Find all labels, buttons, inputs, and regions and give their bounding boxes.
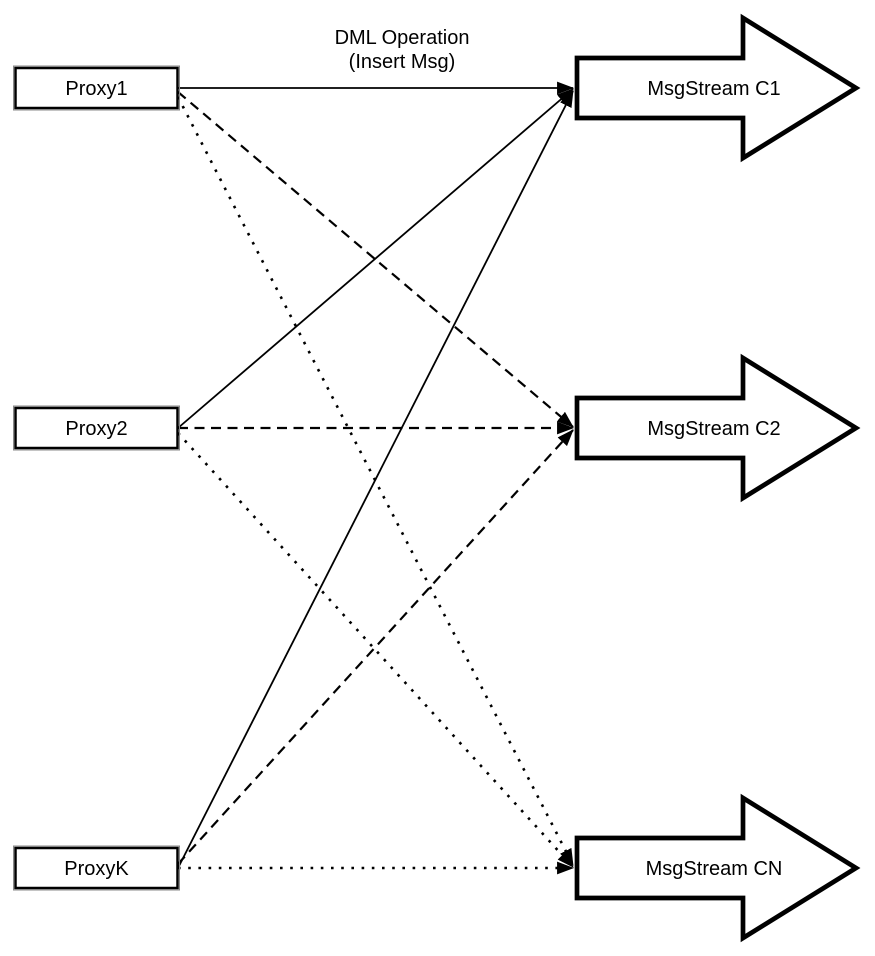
- proxyk-label: ProxyK: [64, 858, 129, 880]
- proxy1-label: Proxy1: [65, 78, 127, 100]
- proxy2-label: Proxy2: [65, 418, 127, 440]
- edge-proxy2-to-c1: [177, 88, 574, 429]
- msgstream-c1-arrow-shape: [574, 13, 861, 163]
- msgstream-c2-node: MsgStream C2: [574, 353, 861, 503]
- proxy1-box: [14, 66, 179, 110]
- proxyk-node: ProxyK: [13, 845, 180, 891]
- proxy1-node: Proxy1: [13, 65, 180, 111]
- proxyk-box: [14, 846, 179, 890]
- proxy2-box: [14, 406, 179, 450]
- msgstream-cn-arrow-shape: [574, 793, 861, 943]
- annotation-line1: DML Operation: [335, 27, 470, 49]
- msgstream-c1-label: MsgStream C1: [647, 78, 780, 100]
- edge-proxy1-to-cn: [176, 96, 575, 866]
- proxy1-box-outline: [13, 65, 180, 111]
- proxy2-node: Proxy2: [13, 405, 180, 451]
- proxyk-box-outline: [13, 845, 180, 891]
- msgstream-c2-arrow-shape: [574, 353, 861, 503]
- edge-proxyk-to-c2: [177, 429, 574, 865]
- msgstream-c2-label: MsgStream C2: [647, 418, 780, 440]
- msgstream-c1-node: MsgStream C1: [574, 13, 861, 163]
- msgstream-cn-node: MsgStream CN: [574, 793, 861, 943]
- annotation-line2: (Insert Msg): [349, 51, 456, 73]
- edge-proxy2-to-cn: [177, 432, 574, 868]
- proxy2-box-outline: [13, 405, 180, 451]
- edge-proxy1-to-c2: [177, 91, 574, 428]
- msgstream-cn-label: MsgStream CN: [646, 858, 783, 880]
- edge-group: [176, 81, 575, 875]
